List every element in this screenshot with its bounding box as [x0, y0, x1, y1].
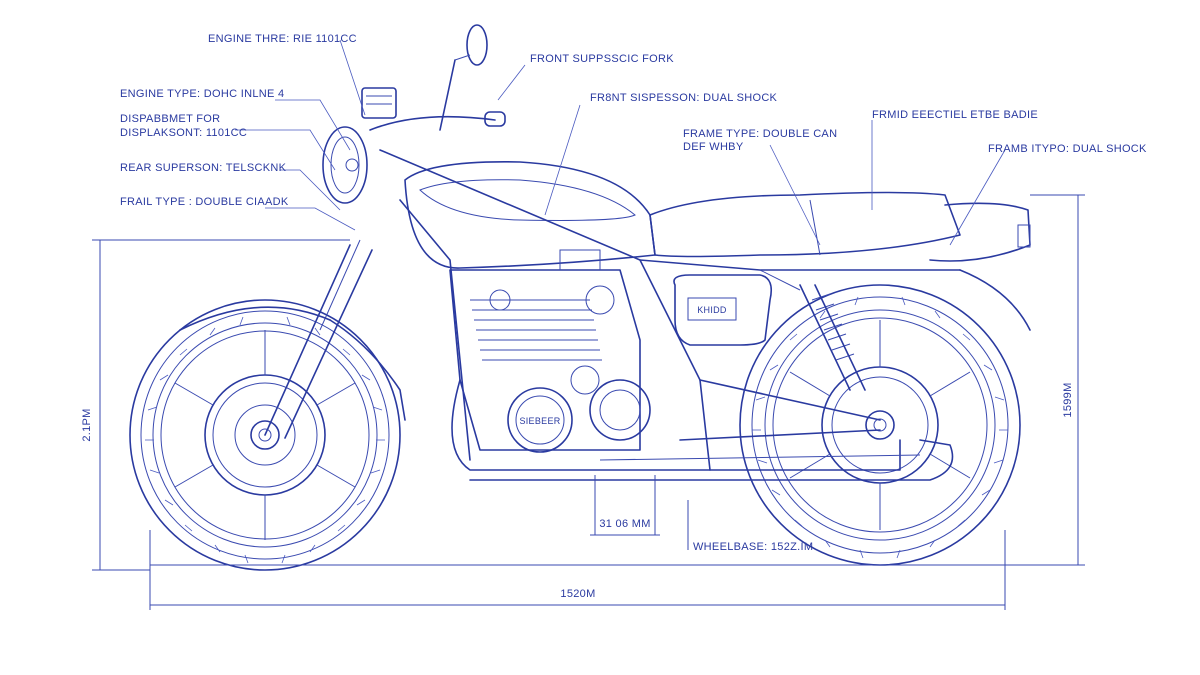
label-engine-title: ENGINE THRE: RIE 1101CC	[208, 33, 357, 45]
label-front-fork: FRONT SUPPSSCIC FORK	[530, 53, 674, 65]
label-frame-type-left: FRAIL TYPE : DOUBLE CIAADK	[120, 196, 289, 208]
dimension-lines	[92, 194, 1085, 610]
headlight	[322, 87, 397, 204]
engine-badge: SIEBEER	[519, 416, 560, 426]
label-engine-type: ENGINE TYPE: DOHC INLNE 4	[120, 88, 284, 100]
label-displacement-1: DISPABBMET FOR	[120, 113, 220, 125]
rear-shock	[799, 284, 866, 391]
exhaust	[451, 379, 954, 481]
label-rear-suspension: REAR SUPERSON: TELSCKNK	[120, 162, 287, 174]
label-overall-length: 1520M	[560, 588, 595, 600]
rear-wheel	[739, 284, 1021, 566]
handlebar-and-mirror	[369, 24, 506, 131]
front-fork	[179, 239, 406, 439]
frame-tubes	[379, 149, 1031, 471]
side-cover-badge: KHIDD	[697, 305, 727, 315]
label-height-right: 1599M	[1062, 382, 1074, 417]
front-wheel	[129, 299, 401, 571]
label-frame-dual-shock: FRAMB ITYPO: DUAL SHOCK	[988, 143, 1147, 155]
label-frame-type-mid-2: DEF WHBY	[683, 141, 744, 153]
seat	[649, 191, 1031, 262]
callout-labels: ENGINE THRE: RIE 1101CC ENGINE TYPE: DOH…	[120, 33, 1147, 208]
engine: SIEBEER	[449, 249, 651, 453]
label-ground-clearance: 31 06 MM	[599, 518, 650, 530]
side-cover: KHIDD	[673, 274, 773, 346]
leader-lines	[235, 39, 1006, 246]
dimension-labels: 2.1PM 1599M 1520M 31 06 MM WHEELBASE: 15…	[81, 382, 1074, 600]
label-frame-right: FRMID EEECTIEL ETBE BADIE	[872, 109, 1038, 121]
label-height-left: 2.1PM	[81, 408, 93, 441]
label-front-suspension: FR8NT SISPESSON: DUAL SHOCK	[590, 92, 778, 104]
label-displacement-2: DISPLAKSONT: 1101CC	[120, 127, 247, 139]
label-wheelbase: WHEELBASE: 152Z.IM	[693, 541, 813, 553]
label-frame-type-mid-1: FRAME TYPE: DOUBLE CAN	[683, 128, 837, 140]
